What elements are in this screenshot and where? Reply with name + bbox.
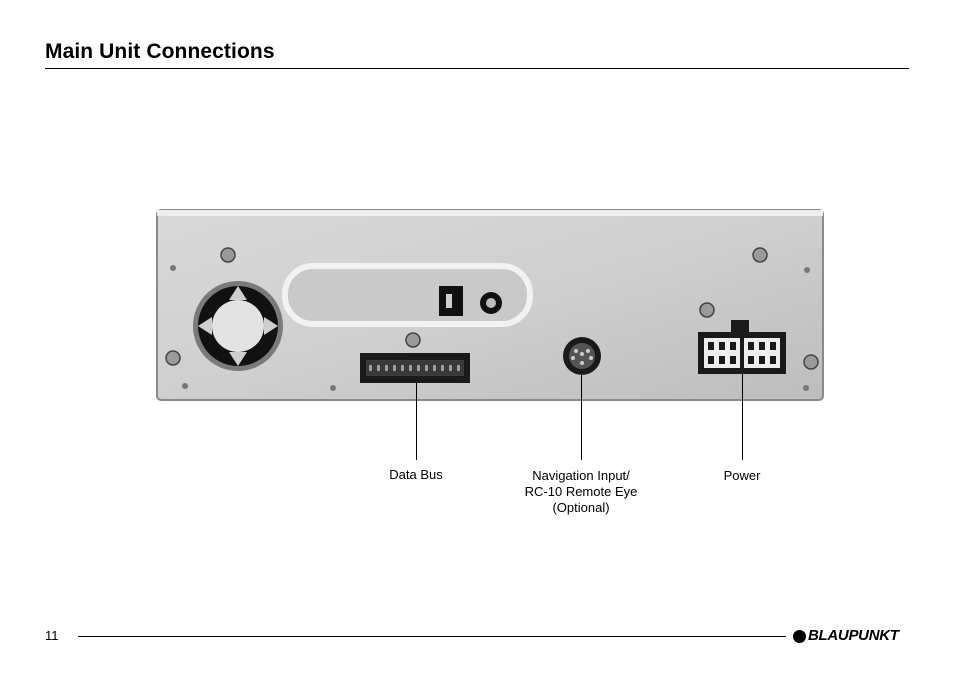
brand-dot-icon (793, 629, 806, 643)
data-bus-callout-line (416, 383, 417, 460)
page-number: 11 (45, 628, 59, 643)
cooling-fan (193, 281, 283, 371)
brand-name: BLAUPUNKT (808, 627, 899, 644)
power-callout-line (742, 374, 743, 460)
navigation-label-line-1: Navigation Input/ (532, 468, 630, 483)
mounting-screws (165, 247, 819, 370)
brand-logo: BLAUPUNKT (793, 628, 899, 644)
title-divider (45, 68, 909, 69)
main-unit-rear-panel-illustration (156, 209, 824, 401)
data-bus-label: Data Bus (366, 467, 466, 483)
page-title: Main Unit Connections (45, 40, 275, 63)
power-label: Power (702, 468, 782, 484)
navigation-input-socket (563, 337, 601, 375)
data-bus-label-text: Data Bus (389, 467, 443, 482)
navigation-callout-line (581, 374, 582, 460)
navigation-label-line-2: RC-10 Remote Eye (524, 484, 638, 499)
navigation-label-line-3: (Optional) (552, 500, 610, 515)
navigation-input-label: Navigation Input/ RC-10 Remote Eye (Opti… (506, 468, 656, 516)
footer-divider (78, 636, 786, 637)
power-label-text: Power (723, 468, 761, 483)
data-bus-connector (360, 353, 470, 383)
power-connector (698, 320, 786, 374)
